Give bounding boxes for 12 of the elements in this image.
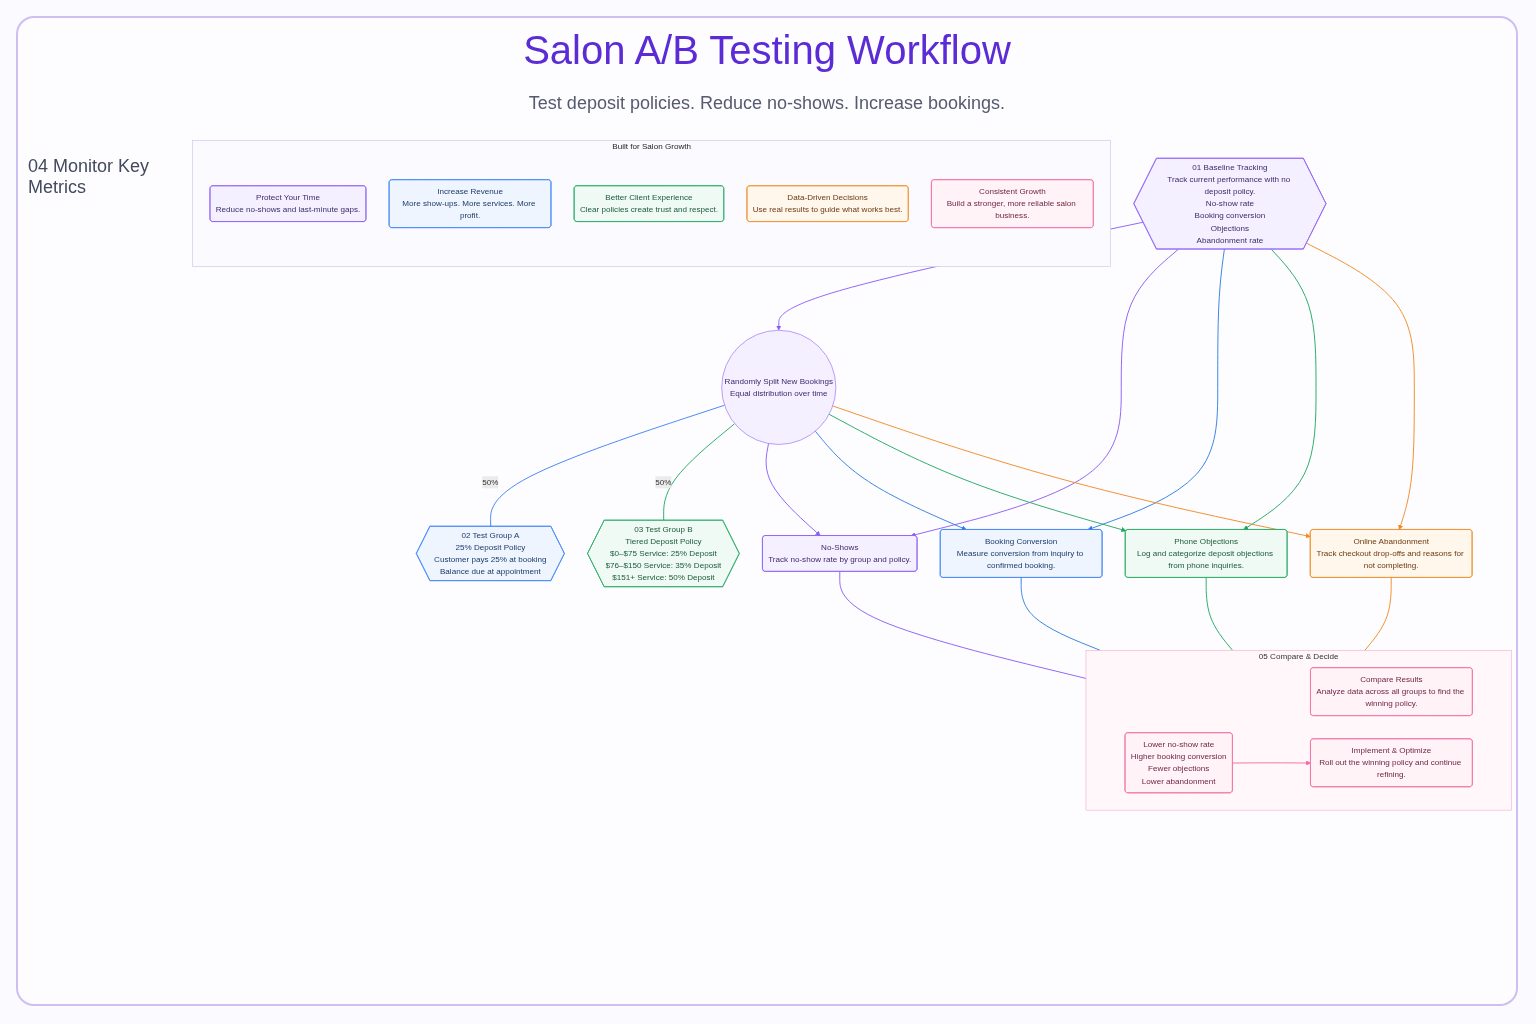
connector [663, 423, 736, 521]
title: Salon A/B Testing Workflow [523, 28, 1011, 73]
connector [1205, 577, 1233, 651]
connector [490, 404, 725, 528]
subtitle: Test deposit policies. Reduce no-shows. Increase bookings. [528, 93, 1006, 114]
side-label: 04 Monitor Key Metrics [28, 156, 151, 198]
connector [839, 570, 1087, 679]
edge-label: 50% [655, 477, 672, 487]
edge-label: 50% [482, 477, 499, 487]
connector [1020, 577, 1101, 651]
connector [1364, 577, 1392, 651]
node-circle: Randomly Split New Bookings Equal distribution over time [721, 329, 837, 445]
